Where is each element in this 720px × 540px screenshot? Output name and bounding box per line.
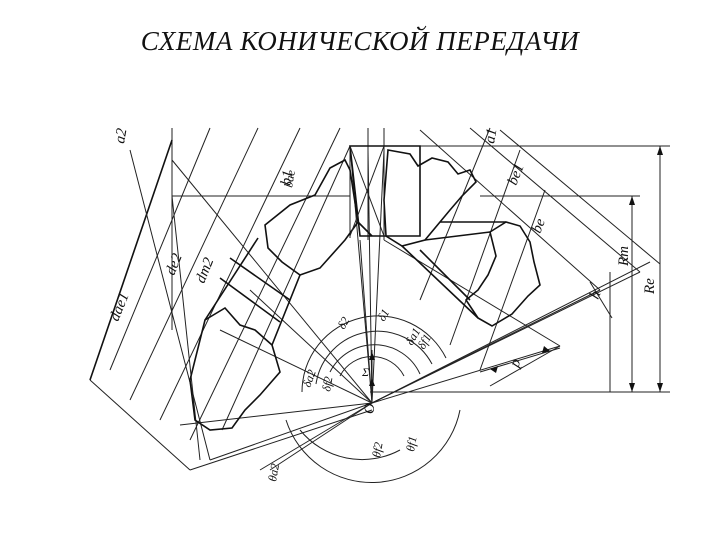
label-delta-f1: δf1 [414,332,434,352]
mesh-zone [349,145,421,237]
construction-lines-diagonal-right [371,127,661,404]
label-b-e1: be1 [505,161,528,187]
label-b1: b1 [278,169,296,187]
driven-gear-body [189,158,373,431]
construction-lines-diagonal-left [89,127,373,471]
label-d-e2: de2 [163,251,186,278]
pinion-gear-body [383,149,541,327]
pitch-and-height-marks [479,281,613,373]
label-r-m: Rm [616,246,632,267]
label-a1: a1 [482,127,500,145]
label-be: be [529,216,549,235]
label-theta-a2: θa2 [265,462,282,482]
label-delta-a2: δa2 [300,368,319,389]
label-a2: a2 [112,127,130,145]
label-theta-f1: θf1 [403,435,419,452]
label-b-ae: bae [281,168,298,188]
label-theta-f2: θf2 [369,441,385,458]
diagram-labels: a2 a1 dae1 de2 dm2 b1 be1 be h p Rm Re δ… [107,127,658,483]
label-o: O [362,403,378,414]
label-r-e: Re [642,278,658,295]
angle-arcs [285,315,461,484]
label-sigma: Σ [361,365,369,379]
label-d-ae1: dae1 [107,290,133,323]
label-delta-2: δ2 [334,314,352,331]
diagram-title: СХЕМА КОНИЧЕСКОЙ ПЕРЕДАЧИ [140,26,580,56]
label-p: p [506,356,524,370]
label-delta-f2: δf2 [319,375,335,392]
label-delta-1: δ1 [374,306,392,323]
